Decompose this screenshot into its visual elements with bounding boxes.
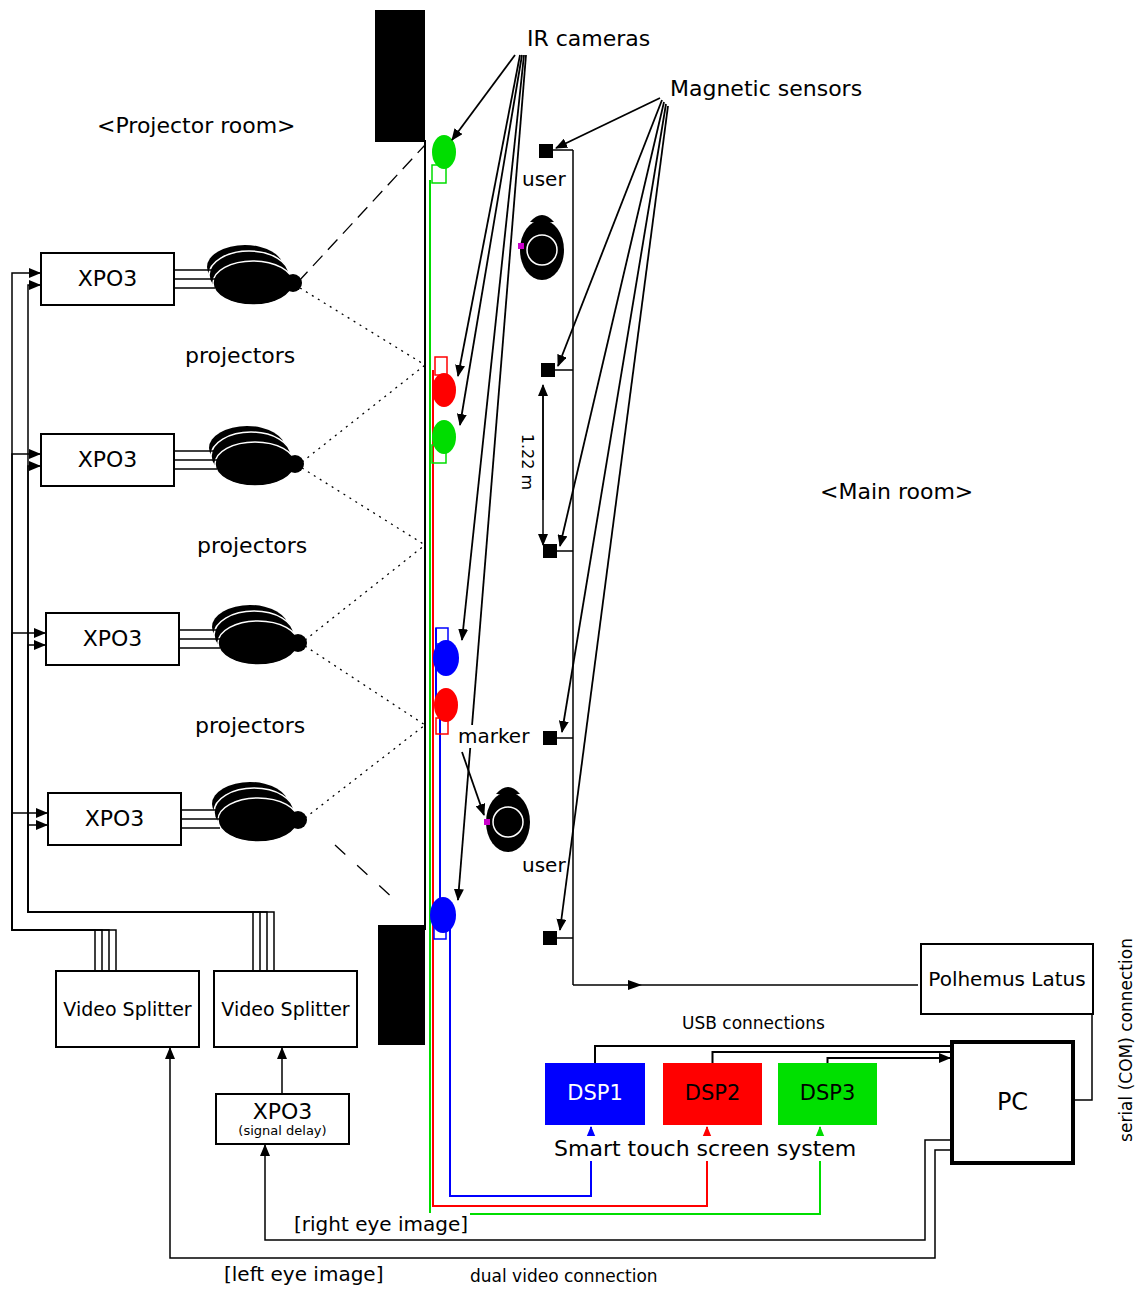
xpo3-box: XPO3	[47, 792, 182, 846]
connection-label: serial (COM) connection	[1117, 936, 1137, 1144]
dsp-box: DSP3	[778, 1063, 877, 1125]
xpo3-box: XPO3	[40, 252, 175, 306]
connector	[28, 285, 253, 970]
connector	[12, 454, 102, 970]
box-title: Polhemus Latus	[928, 968, 1085, 990]
callout-label: Magnetic sensors	[668, 76, 864, 101]
box-title: DSP1	[567, 1082, 623, 1105]
box-title: XPO3	[78, 448, 138, 472]
callout-label: marker	[456, 725, 531, 748]
delay-box: XPO3(signal delay)	[215, 1093, 350, 1145]
connector	[170, 1048, 950, 1258]
user-label: user	[520, 168, 568, 191]
connection-label: dual video connection	[468, 1267, 660, 1287]
video-splitter-box: Video Splitter	[213, 970, 358, 1048]
projector	[212, 782, 307, 842]
wall	[375, 10, 425, 142]
pc-box: PC	[950, 1040, 1075, 1165]
room-label: <Projector room>	[95, 113, 298, 138]
user-figure	[486, 787, 530, 852]
connector	[281, 1048, 283, 1093]
projector-label: projectors	[183, 343, 297, 368]
box-title: XPO3	[253, 1100, 313, 1124]
connector	[595, 1046, 950, 1063]
dsp-box: DSP2	[663, 1063, 762, 1125]
connector	[28, 825, 274, 970]
signal-label: [left eye image]	[222, 1263, 385, 1286]
box-title: PC	[997, 1089, 1028, 1115]
dsp-box: DSP1	[545, 1063, 645, 1125]
connector	[713, 1052, 951, 1063]
marker-dot	[484, 819, 490, 825]
marker-dot	[518, 243, 524, 249]
screen	[424, 140, 426, 930]
callout-label: IR cameras	[525, 26, 652, 51]
user-figure	[520, 215, 564, 280]
box-title: DSP2	[685, 1082, 741, 1105]
signal-label: [right eye image]	[292, 1213, 470, 1236]
room-label: <Main room>	[818, 479, 975, 504]
sensor-cable	[573, 984, 918, 986]
box-title: XPO3	[83, 627, 143, 651]
ir-camera	[430, 135, 459, 939]
dimension-line	[542, 385, 544, 500]
dimension-label: 1.22 m	[518, 432, 536, 492]
connector	[28, 645, 267, 970]
projector-label: projectors	[195, 533, 309, 558]
xpo3-box: XPO3	[45, 612, 180, 666]
box-title: XPO3	[85, 807, 145, 831]
tracker-box: Polhemus Latus	[920, 943, 1094, 1015]
projector	[212, 605, 307, 665]
arrow-head	[628, 980, 642, 990]
projector	[209, 426, 304, 486]
box-subtitle: (signal delay)	[238, 1124, 326, 1138]
xpo3-box: XPO3	[40, 433, 175, 487]
connection-label: USB connections	[680, 1014, 827, 1034]
system-label: Smart touch screen system	[552, 1136, 858, 1161]
video-splitter-box: Video Splitter	[55, 970, 200, 1048]
box-title: Video Splitter	[63, 999, 191, 1020]
box-title: Video Splitter	[221, 999, 349, 1020]
wall	[378, 925, 425, 1045]
leader-line	[452, 55, 668, 930]
box-title: XPO3	[78, 267, 138, 291]
camera-wire	[430, 180, 820, 1214]
user-label: user	[520, 854, 568, 877]
projector	[207, 245, 302, 305]
projector-label: projectors	[193, 713, 307, 738]
box-title: DSP3	[800, 1082, 856, 1105]
projection-ray	[298, 145, 425, 900]
